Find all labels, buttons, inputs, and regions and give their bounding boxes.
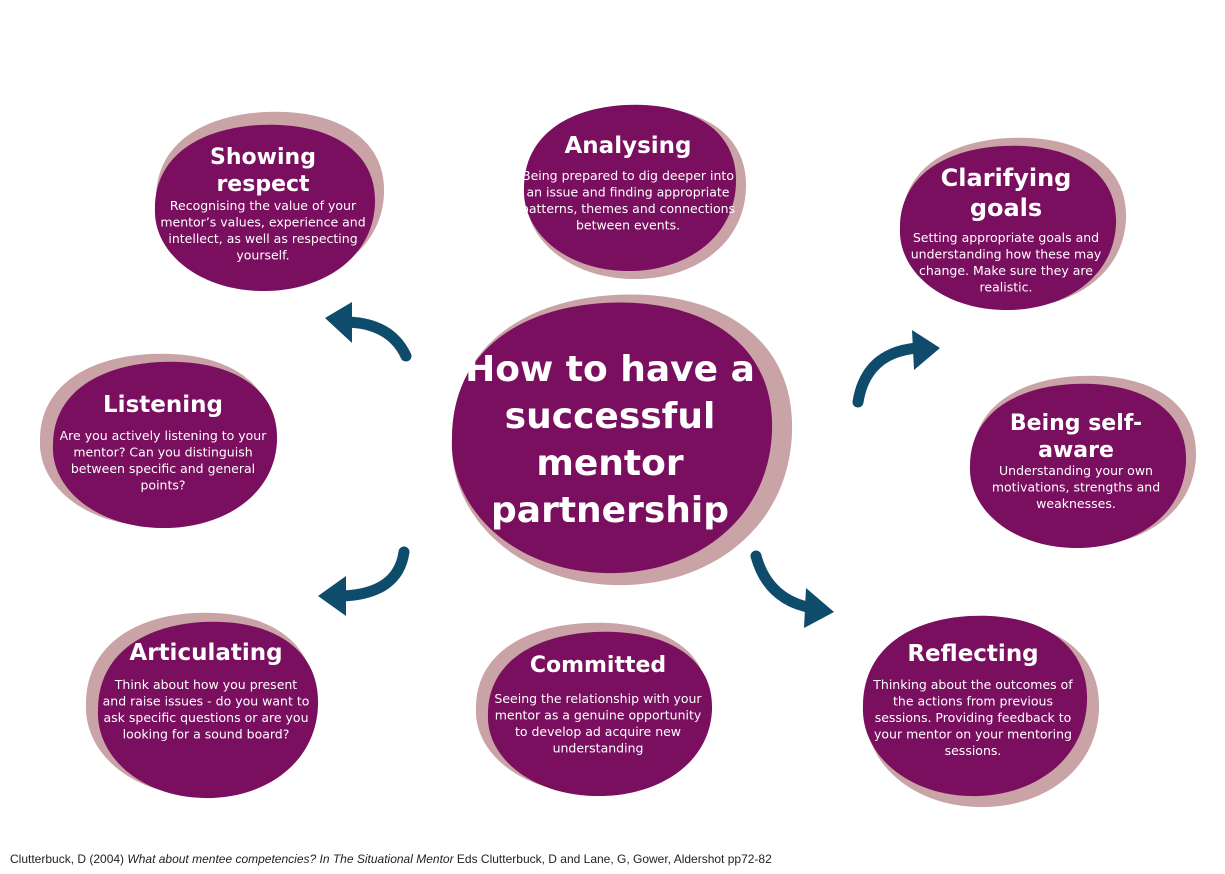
arrow-to-articulating-shaft <box>336 546 410 602</box>
arrow-to-clarifying-goals-head <box>912 330 940 370</box>
being-self-aware-description-line: Understanding your own <box>999 463 1153 478</box>
clarifying-goals-title-line: goals <box>970 194 1042 222</box>
citation-title: What about mentee competencies? In The S… <box>127 852 454 866</box>
listening-description-line: between specific and general <box>71 461 255 476</box>
arrow-to-clarifying-goals <box>852 330 940 408</box>
center-blob <box>451 302 773 574</box>
being-self-aware-title-line: Being self- <box>1010 411 1142 436</box>
showing-respect-description-line: intellect, as well as respecting <box>168 231 357 246</box>
listening-description-line: Are you actively listening to your <box>60 428 268 443</box>
analysing-blob <box>523 104 737 272</box>
clarifying-goals-description-line: change. Make sure they are <box>919 263 1093 278</box>
committed-description-line: understanding <box>553 741 644 756</box>
arrow-to-reflecting-shaft <box>750 550 818 614</box>
arrow-to-articulating-head <box>318 576 346 616</box>
arrow-to-showing-respect-shaft <box>338 316 412 362</box>
committed-description-line: Seeing the relationship with your <box>494 691 702 706</box>
showing-respect-description-line: yourself. <box>236 248 289 263</box>
articulating-description-line: Think about how you present <box>114 677 298 692</box>
showing-respect-title-line: respect <box>216 172 310 197</box>
articulating-blob <box>97 621 319 799</box>
center-topic: How to have a successful mentor partnership <box>451 294 793 586</box>
being-self-aware-blob <box>969 383 1187 549</box>
clarifying-goals-blob <box>899 145 1117 311</box>
listening-title-line: Listening <box>103 392 223 418</box>
committed-description-line: to develop ad acquire new <box>515 724 681 739</box>
committed-title-line: Committed <box>530 653 666 678</box>
arrow-to-showing-respect <box>325 302 412 362</box>
articulating-title-line: Articulating <box>129 640 282 666</box>
center-title-line: mentor <box>536 443 683 484</box>
analysing-description-line: an issue and finding appropriate <box>526 185 729 200</box>
analysing-title-line: Analysing <box>565 133 692 159</box>
center-title-line: partnership <box>491 490 729 531</box>
arrow-to-showing-respect-head <box>325 302 352 343</box>
clarifying-goals-description-line: Setting appropriate goals and <box>913 230 1099 245</box>
reflecting-description-line: your mentor on your mentoring <box>874 727 1072 742</box>
arrow-to-articulating <box>318 546 410 616</box>
reflecting-description-line: the actions from previous <box>893 694 1053 709</box>
center-title-line: How to have a <box>465 349 755 390</box>
being-self-aware-description-line: weaknesses. <box>1036 496 1116 511</box>
being-self-aware-title-line: aware <box>1038 438 1114 463</box>
arrow-to-reflecting <box>750 550 834 628</box>
articulating-description-line: ask specific questions or are you <box>104 710 309 725</box>
listening-description-line: points? <box>140 478 185 493</box>
listening-description-line: mentor? Can you distinguish <box>73 445 252 460</box>
being-self-aware-description-line: motivations, strengths and <box>992 480 1160 495</box>
arrow-to-clarifying-goals-shaft <box>852 342 924 408</box>
citation-prefix: Clutterbuck, D (2004) <box>10 852 128 866</box>
citation-suffix: Eds Clutterbuck, D and Lane, G, Gower, A… <box>453 852 772 866</box>
center-title-line: successful <box>505 396 716 437</box>
committed-description-line: mentor as a genuine opportunity <box>495 708 702 723</box>
showing-respect-description-line: mentor’s values, experience and <box>160 215 365 230</box>
clarifying-goals-description-line: realistic. <box>980 280 1033 295</box>
reflecting-description-line: Thinking about the outcomes of <box>872 677 1073 692</box>
reflecting-title-line: Reflecting <box>907 641 1038 667</box>
showing-respect-description-line: Recognising the value of your <box>170 198 357 213</box>
articulating-description-line: and raise issues - do you want to <box>103 694 310 709</box>
committed-blob <box>487 631 713 797</box>
analysing-description-line: patterns, themes and connections <box>521 201 735 216</box>
clarifying-goals-description-line: understanding how these may <box>911 247 1102 262</box>
reflecting-description-line: sessions. <box>945 743 1002 758</box>
showing-respect-blob <box>154 124 376 292</box>
citation: Clutterbuck, D (2004) What about mentee … <box>10 852 772 866</box>
showing-respect-title-line: Showing <box>210 145 316 170</box>
analysing-description-line: between events. <box>576 218 680 233</box>
listening-blob <box>52 361 278 529</box>
clarifying-goals-title-line: Clarifying <box>941 164 1072 192</box>
reflecting-description-line: sessions. Providing feedback to <box>875 710 1072 725</box>
arrow-to-reflecting-head <box>804 588 834 628</box>
articulating-description-line: looking for a sound board? <box>123 727 290 742</box>
reflecting-blob <box>862 615 1088 797</box>
analysing-description-line: Being prepared to dig deeper into <box>522 168 734 183</box>
